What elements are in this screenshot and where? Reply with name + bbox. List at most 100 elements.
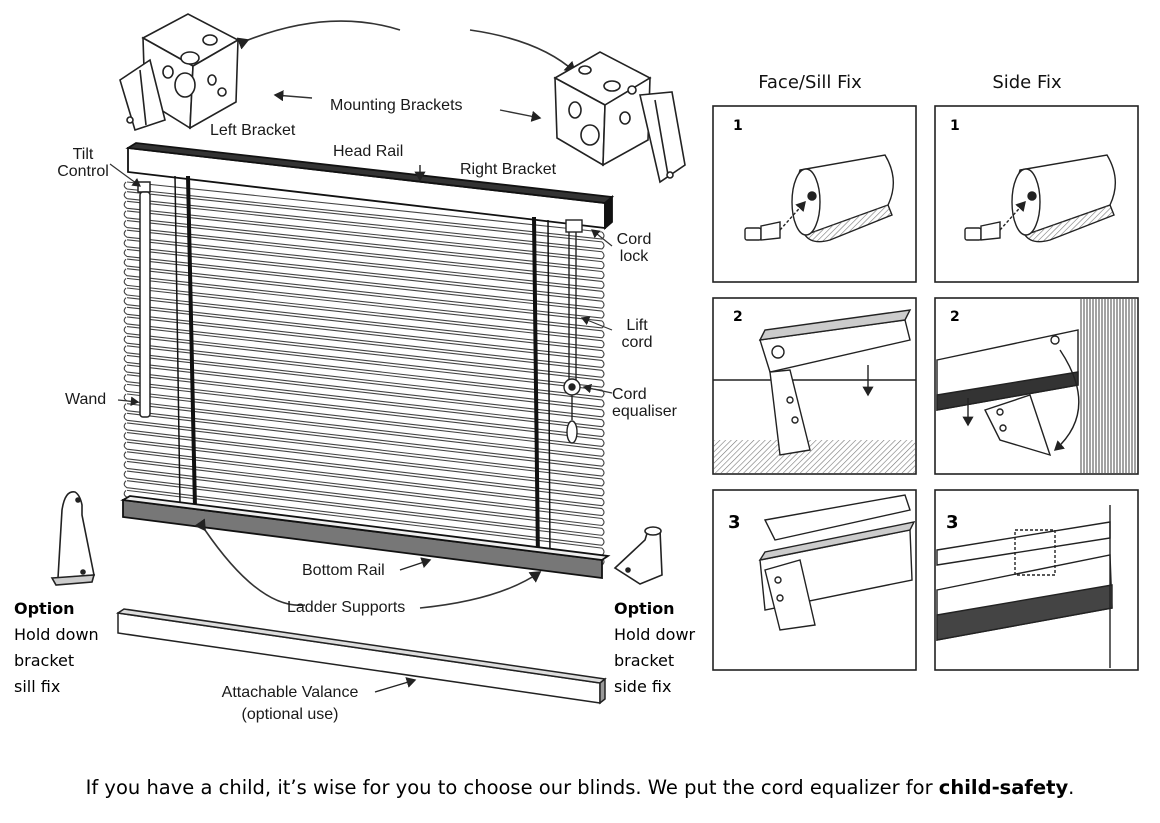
slat [123,345,605,408]
slat [123,191,605,250]
slat [123,181,605,240]
slat-edge [126,297,603,352]
valance-note-label: (optional use) [241,706,339,723]
slat [123,470,605,536]
slat-edge [126,316,603,371]
slat-edge [126,287,603,342]
cord-lock-label: Cord lock [616,231,652,265]
step-2-face: 2 [733,309,743,325]
option-right-line2: bracket [614,651,675,670]
caption-bold: child-safety [938,776,1069,799]
slat [123,297,605,359]
option-right: Option Hold dowr bracket side fix [614,596,695,700]
hold-down-sill-drawing [50,491,96,586]
slat-edge [126,364,603,421]
valance-drawing [115,608,607,705]
right-bracket-drawing [553,51,686,184]
bottom-rail-label: Bottom Rail [302,562,385,579]
slat-edge [126,191,603,243]
slat-edge [126,181,603,233]
mounting-brackets-label: Mounting Brackets [330,97,463,114]
slat-edge [126,451,603,510]
slat-edge [126,335,603,391]
side-fix-heading: Side Fix [992,72,1062,93]
slat [123,451,605,517]
slat-edge [126,470,603,529]
slat-edge [126,258,603,312]
slat-edge [126,412,603,470]
hold-down-side-drawing [613,526,663,585]
lift-cord-drawing [563,219,583,444]
slat [123,326,605,388]
option-left-line1: Hold down [14,625,99,644]
slat [123,461,605,527]
step-1-side: 1 [950,118,960,134]
slat [123,374,605,438]
slat-edge [126,393,603,450]
option-right-heading: Option [614,599,675,618]
slat-edge [126,268,603,322]
slat [123,249,605,309]
slat [123,277,605,339]
slat [123,422,605,487]
slat-edge [126,354,603,411]
slat-edge [126,480,603,539]
slat-edge [126,460,603,520]
slat [123,229,605,289]
caption-end: . [1068,776,1075,799]
tilt-control-label: Tilt Control [57,146,109,180]
step-3-side: 3 [946,512,959,533]
option-left-line2: bracket [14,651,75,670]
head-rail-drawing [125,142,615,230]
ladder-supports-label: Ladder Supports [287,599,406,616]
slat [123,364,605,428]
slat [123,239,605,299]
child-safety-caption: If you have a child, it’s wise for you t… [0,776,1160,799]
slat [123,403,605,467]
face-sill-fix-heading: Face/Sill Fix [758,72,862,93]
slat-edge [126,345,603,401]
slat [123,412,605,477]
slat-edge [126,277,603,332]
attachable-valance-label: Attachable Valance [221,684,359,701]
slat [123,306,605,368]
right-bracket-label: Right Bracket [460,161,557,178]
lift-cord-label: Lift cord [621,317,653,351]
head-rail-label: Head Rail [333,143,404,160]
slat [123,210,605,270]
slat-edge [126,383,603,441]
left-bracket-drawing [119,13,240,132]
option-right-line3: side fix [614,677,672,696]
slat-edge [126,229,603,282]
slat [123,393,605,457]
slat-edge [126,325,603,381]
slat [123,441,605,507]
option-right-line1: Hold dowr [614,625,696,644]
slat-edge [126,210,603,263]
slat-edge [126,306,603,361]
wand-label: Wand [65,391,107,408]
slat-edge [126,219,603,273]
bottom-rail-drawing [120,495,611,580]
slat [123,480,605,546]
slat-edge [126,489,603,549]
cord-equaliser-label: Cord equaliser [612,386,677,420]
slat [123,268,605,329]
step-2-side: 2 [950,309,960,325]
slat [123,432,605,497]
slat-edge [126,403,603,460]
wand-drawing [137,181,151,418]
option-left-line3: sill fix [14,677,61,696]
caption-text: If you have a child, it’s wise for you t… [85,776,939,799]
slat [123,287,605,349]
slat-edge [126,422,603,480]
slat-edge [126,239,603,292]
slat [123,383,605,448]
slat-edge [126,431,603,490]
option-left: Option Hold down bracket sill fix [14,596,99,700]
step-3-face: 3 [728,512,741,533]
slat [123,335,605,398]
option-left-heading: Option [14,599,75,618]
slat [123,220,605,280]
